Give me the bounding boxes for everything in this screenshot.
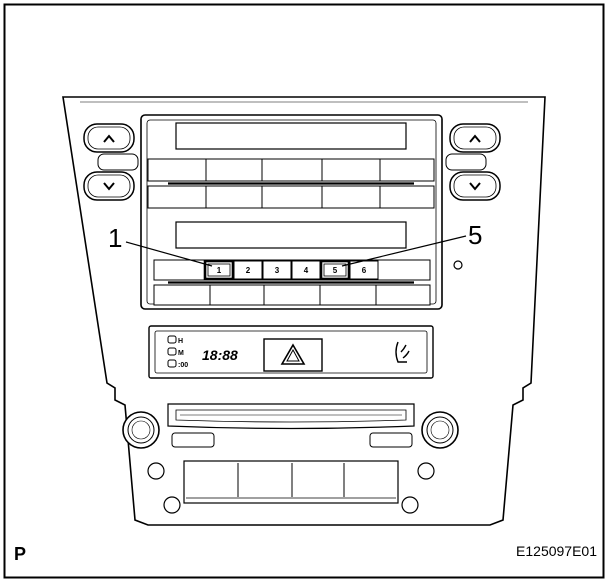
round-button-right-top[interactable] xyxy=(417,462,435,480)
clock-mode-3[interactable]: :00 xyxy=(167,359,188,369)
preset-button-label: 6 xyxy=(362,266,367,275)
left-up-button[interactable] xyxy=(83,123,135,153)
clock-mode-label: :00 xyxy=(178,362,188,369)
callout-line-5 xyxy=(341,235,467,267)
hazard-triangle-icon xyxy=(280,343,306,365)
right-up-button[interactable] xyxy=(449,123,501,153)
preset-button-label: 2 xyxy=(246,266,251,275)
clock-mode-1[interactable]: H xyxy=(167,335,183,345)
clock-mode-buttons: HM :00 xyxy=(167,335,188,369)
preset-buttons: 1 2 3 4 5 6 xyxy=(203,259,379,281)
preset-button-5[interactable]: 5 xyxy=(319,259,351,281)
cd-slot xyxy=(167,403,415,448)
volume-knob[interactable] xyxy=(122,411,160,449)
preset-button-3[interactable]: 3 xyxy=(262,260,292,280)
chevron-down-icon xyxy=(469,182,481,191)
clock-hazard-panel: HM :00 18:88 xyxy=(148,325,434,379)
upper-display xyxy=(175,122,407,150)
preset-button-2[interactable]: 2 xyxy=(233,260,263,280)
callout-label-1: 1 xyxy=(108,223,122,253)
tune-knob[interactable] xyxy=(421,411,459,449)
preset-button-1[interactable]: 1 xyxy=(203,259,235,281)
clock-mode-label: M xyxy=(178,350,184,357)
bottom-button-block xyxy=(183,460,399,504)
chevron-up-icon xyxy=(103,134,115,143)
preset-button-4[interactable]: 4 xyxy=(291,260,321,280)
preset-button-6[interactable]: 6 xyxy=(349,260,379,280)
right-down-button[interactable] xyxy=(449,171,501,201)
callout-line-1 xyxy=(125,241,213,267)
center-unit: 1 2 3 4 5 6 xyxy=(140,114,443,310)
round-button-left-top[interactable] xyxy=(147,462,165,480)
figure-id: E125097E01 xyxy=(516,543,597,559)
clock-mode-label: H xyxy=(178,338,183,345)
upper-button-grid xyxy=(147,158,435,209)
lower-button-row xyxy=(153,284,431,306)
corner-letter: P xyxy=(14,544,26,564)
left-down-button[interactable] xyxy=(83,171,135,201)
indicator-hole xyxy=(453,260,463,270)
lower-display xyxy=(175,221,407,249)
callout-label-5: 5 xyxy=(468,220,482,250)
clock-mode-2[interactable]: M xyxy=(167,347,184,357)
chevron-up-icon xyxy=(469,134,481,143)
preset-button-label: 4 xyxy=(304,266,309,275)
right-seek-buttons xyxy=(445,123,501,201)
figure-border xyxy=(3,3,605,579)
seat-icon xyxy=(395,341,410,363)
preset-button-label: 5 xyxy=(333,266,338,275)
preset-button-label: 1 xyxy=(217,266,222,275)
preset-button-label: 3 xyxy=(275,266,280,275)
round-button-left-bottom[interactable] xyxy=(163,496,181,514)
round-button-right-bottom[interactable] xyxy=(401,496,419,514)
clock-display: 18:88 xyxy=(202,347,238,363)
chevron-down-icon xyxy=(103,182,115,191)
left-seek-buttons xyxy=(83,123,139,201)
